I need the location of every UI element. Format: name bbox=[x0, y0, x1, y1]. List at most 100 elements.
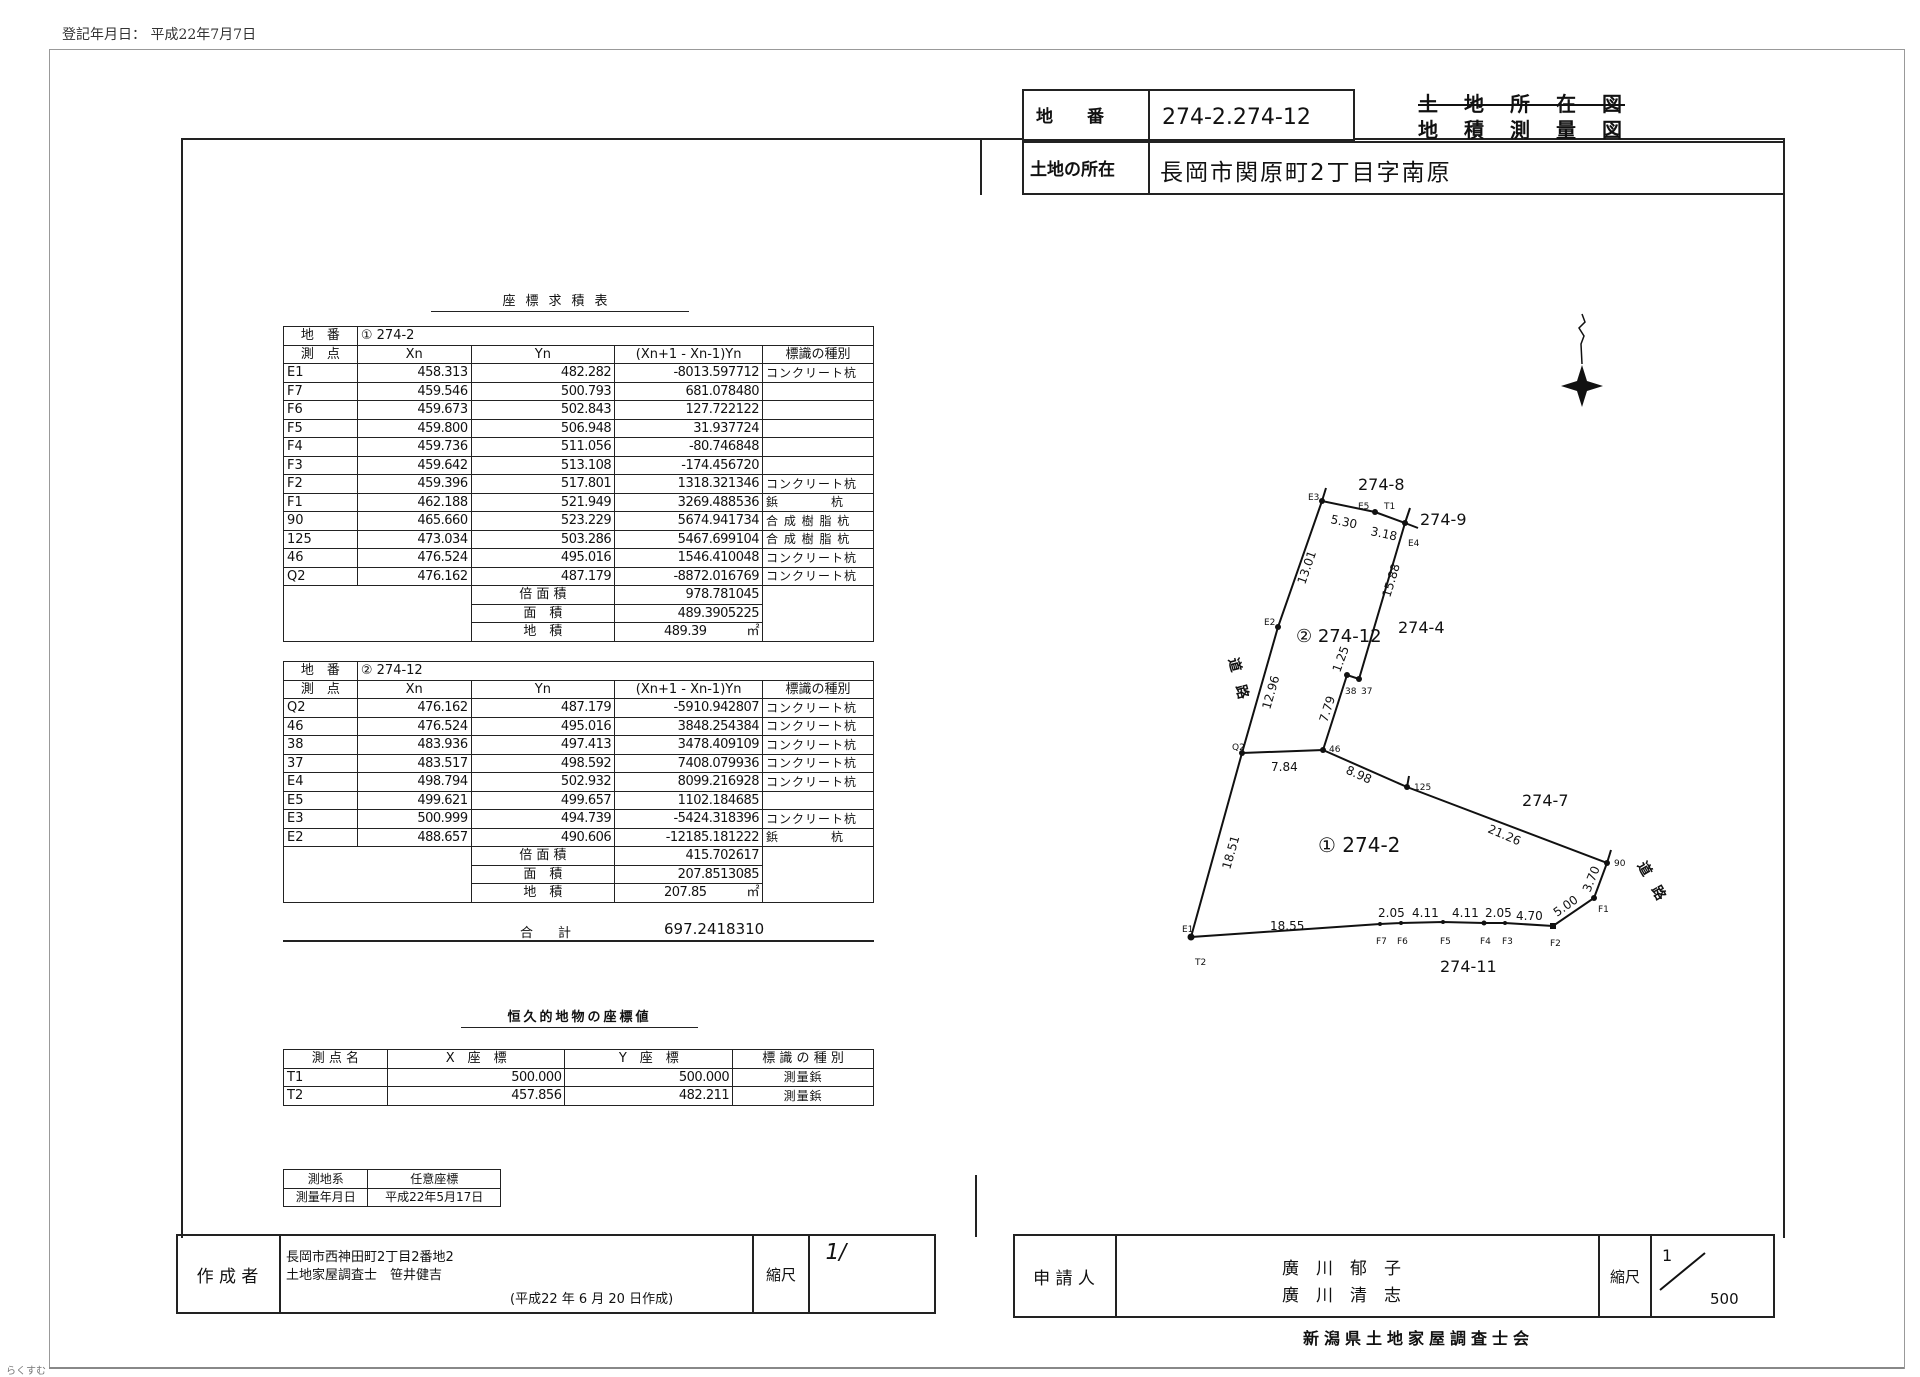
neighbor-274-9: 274-9 bbox=[1420, 510, 1467, 529]
point-name: F6 bbox=[283, 400, 358, 420]
point-name: 125 bbox=[283, 529, 358, 549]
survey-date-label: 測量年月日 bbox=[282, 1187, 369, 1207]
dist-8.98: 8.98 bbox=[1344, 763, 1374, 787]
x-coord: 498.794 bbox=[356, 772, 472, 792]
y-coord: 506.948 bbox=[470, 418, 616, 438]
summary-number: 207.8513085 bbox=[677, 866, 760, 882]
dist-2.05-west: 2.05 bbox=[1378, 906, 1405, 920]
point-F5: F5 bbox=[1440, 937, 1451, 947]
product: 7408.079936 bbox=[614, 753, 764, 773]
y-coord: 487.179 bbox=[470, 566, 616, 586]
dist-18.51: 18.51 bbox=[1219, 834, 1242, 871]
point-name: F1 bbox=[283, 492, 358, 512]
survey-date-value: 平成22年5月17日 bbox=[367, 1187, 501, 1207]
outer-frame-left bbox=[49, 49, 50, 1369]
scale-denominator-right: 500 bbox=[1710, 1290, 1739, 1308]
scale-value-left: 1/ bbox=[822, 1240, 849, 1265]
y-coord: 482.282 bbox=[470, 363, 616, 383]
location-value: 長岡市関原町2丁目字南原 bbox=[1160, 160, 1452, 186]
total-underline bbox=[283, 940, 874, 942]
outer-frame-right bbox=[1904, 49, 1905, 1369]
summary-number: 207.85 bbox=[664, 885, 707, 901]
area-unit: ㎡ bbox=[746, 885, 760, 901]
point-F7: F7 bbox=[1376, 937, 1387, 947]
column-header: 標識の種別 bbox=[762, 679, 874, 699]
product: 8099.216928 bbox=[614, 772, 764, 792]
x-coord: 459.673 bbox=[356, 400, 472, 420]
y-coord: 517.801 bbox=[470, 474, 616, 494]
registration-date: 登記年月日： 平成22年7月7日 bbox=[62, 27, 257, 43]
product: 1546.410048 bbox=[614, 548, 764, 568]
boundary-274-2 bbox=[1189, 749, 1609, 939]
summary-label: 倍 面 積 bbox=[470, 846, 616, 866]
author-label: 作 成 者 bbox=[196, 1266, 259, 1287]
y-coord: 482.211 bbox=[564, 1086, 734, 1106]
column-header: (Xn+1 - Xn-1)Yn bbox=[614, 679, 764, 699]
dist-5.30: 5.30 bbox=[1329, 512, 1358, 531]
applicant-divider-3 bbox=[1650, 1234, 1652, 1318]
parcel-number-label: 地 番 bbox=[1036, 106, 1104, 127]
y-coord: 495.016 bbox=[470, 716, 616, 736]
x-coord: 473.034 bbox=[356, 529, 472, 549]
author-divider-2 bbox=[752, 1234, 754, 1314]
author-divider-1 bbox=[279, 1234, 281, 1314]
parcel-number-value: 274-2.274-12 bbox=[1162, 104, 1311, 130]
applicant-label: 申 請 人 bbox=[1033, 1268, 1095, 1289]
neighbor-274-8: 274-8 bbox=[1358, 475, 1405, 494]
point-E4: E4 bbox=[1408, 539, 1420, 549]
point-name: F2 bbox=[283, 474, 358, 494]
applicant-block bbox=[1013, 1234, 1775, 1318]
point-name: E1 bbox=[283, 363, 358, 383]
product: -12185.181222 bbox=[614, 827, 764, 847]
center-divider bbox=[980, 138, 982, 195]
summary-blank bbox=[283, 585, 472, 642]
applicant-divider-2 bbox=[1598, 1234, 1600, 1318]
point-T1: T1 bbox=[1383, 502, 1395, 512]
point-37: 37 bbox=[1361, 687, 1372, 697]
neighbor-274-4: 274-4 bbox=[1398, 618, 1445, 637]
area-unit: ㎡ bbox=[746, 624, 760, 640]
summary-label: 倍 面 積 bbox=[470, 585, 616, 605]
watermark-logo: らくすむ bbox=[6, 1366, 46, 1377]
north-arrow-star-icon bbox=[1561, 365, 1603, 407]
summary-label: 地 積 bbox=[470, 622, 616, 642]
dist-4.11-west: 4.11 bbox=[1412, 906, 1439, 920]
parcel-number-box bbox=[1022, 89, 1355, 141]
total-value: 697.2418310 bbox=[664, 920, 765, 938]
point-F4: F4 bbox=[1480, 937, 1491, 947]
x-coord: 476.524 bbox=[356, 716, 472, 736]
point-name: T2 bbox=[283, 1086, 388, 1106]
y-coord: 498.592 bbox=[470, 753, 616, 773]
point-E3: E3 bbox=[1308, 493, 1319, 503]
dist-3.70: 3.70 bbox=[1580, 864, 1603, 894]
north-arrow-line bbox=[1578, 313, 1586, 365]
point-F6: F6 bbox=[1397, 937, 1408, 947]
point-T2: T2 bbox=[1194, 958, 1206, 968]
y-coord: 495.016 bbox=[470, 548, 616, 568]
dist-4.70: 4.70 bbox=[1516, 909, 1543, 923]
summary-value: 207.85 ㎡ bbox=[614, 883, 764, 903]
x-coord: 462.188 bbox=[356, 492, 472, 512]
association-name: 新潟県土地家屋調査士会 bbox=[1303, 1329, 1535, 1348]
point-name: Q2 bbox=[283, 698, 358, 718]
column-header: 標識の種別 bbox=[762, 344, 874, 364]
x-coord: 457.856 bbox=[386, 1086, 566, 1106]
total-label: 合 計 bbox=[520, 926, 578, 941]
location-label: 土地の所在 bbox=[1030, 159, 1115, 180]
